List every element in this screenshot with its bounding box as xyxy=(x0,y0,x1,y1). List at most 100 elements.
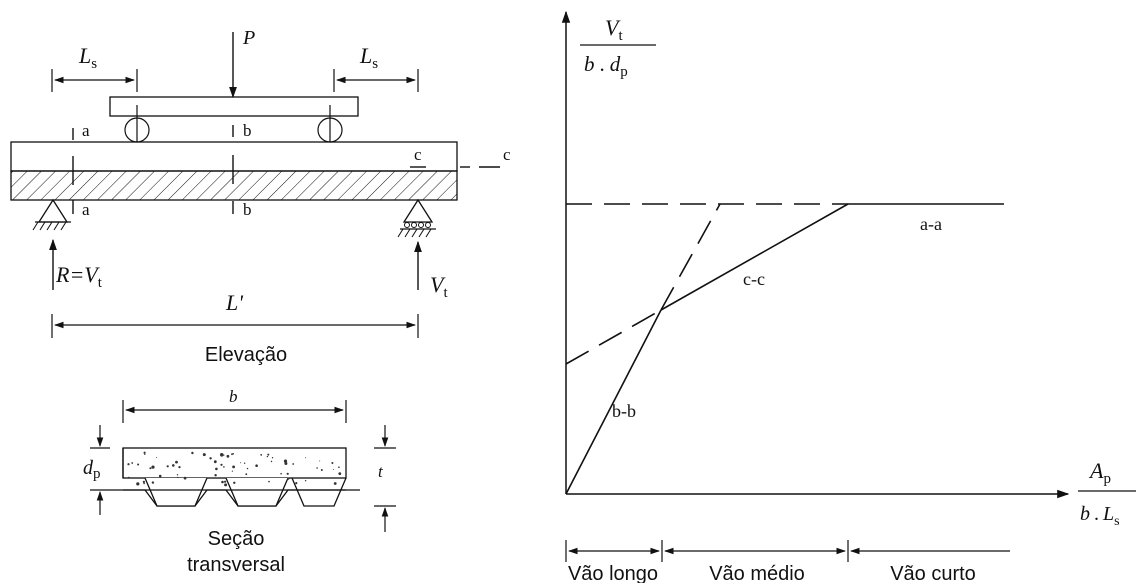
span-dim xyxy=(51,314,419,338)
concrete-speckle xyxy=(280,472,282,475)
section-a-bottom-label: a xyxy=(82,200,90,219)
curve-cc-dashed xyxy=(565,309,662,365)
elevation-caption: Elevação xyxy=(205,344,287,366)
concrete-speckle xyxy=(151,465,155,469)
concrete-speckle xyxy=(223,454,225,456)
support-right xyxy=(397,198,436,238)
concrete-speckle xyxy=(191,451,194,455)
concrete-speckle xyxy=(333,482,337,485)
concrete-speckle xyxy=(143,482,145,485)
concrete-speckle xyxy=(158,474,162,478)
concrete-speckle xyxy=(143,451,146,454)
concrete-speckle xyxy=(183,476,187,480)
load-label: P xyxy=(242,27,255,49)
span-label: L' xyxy=(225,290,243,315)
curve-bb-label: b-b xyxy=(612,401,636,421)
concrete-speckle xyxy=(202,453,206,457)
region-medium-label: Vão médio xyxy=(709,563,805,583)
cross-section-view: b dp t Seção transversal xyxy=(83,387,396,576)
concrete-speckle xyxy=(226,454,230,458)
concrete-speckle xyxy=(320,469,323,471)
concrete-speckle xyxy=(319,460,321,462)
concrete-speckle xyxy=(287,477,290,480)
concrete-speckle xyxy=(149,467,152,470)
concrete-speckle xyxy=(286,472,289,475)
support-left xyxy=(32,198,71,231)
curve-aa-label: a-a xyxy=(920,214,942,234)
concrete-speckle xyxy=(332,469,334,470)
concrete-speckle xyxy=(305,457,307,459)
concrete-speckle xyxy=(260,454,263,456)
shear-span-right-label: Ls xyxy=(359,43,378,72)
section-c-left-label: c xyxy=(414,145,422,164)
concrete-speckle xyxy=(220,453,224,457)
curve-bb-solid xyxy=(565,309,662,495)
concrete-speckle xyxy=(172,464,175,467)
concrete-speckle xyxy=(268,480,270,483)
concrete-speckle xyxy=(131,462,134,464)
slab-concrete xyxy=(122,447,347,479)
beam-steel-deck xyxy=(10,170,458,201)
concrete-speckle xyxy=(245,473,248,476)
svg-text:b.dp: b.dp xyxy=(584,52,628,80)
x-axis-label: Ap b.Ls xyxy=(1078,458,1136,529)
concrete-texture xyxy=(127,451,342,487)
reaction-right-label: Vt xyxy=(430,272,448,301)
region-short-label: Vão curto xyxy=(890,563,976,583)
concrete-speckle xyxy=(224,483,228,487)
section-b-bottom-label: b xyxy=(243,200,252,219)
reaction-left-label: R=Vt xyxy=(55,262,103,291)
concrete-speckle xyxy=(270,460,273,463)
concrete-speckle xyxy=(316,467,318,469)
concrete-speckle xyxy=(209,457,212,460)
svg-text:Ap: Ap xyxy=(1088,458,1111,487)
concrete-speckle xyxy=(240,462,241,464)
concrete-speckle xyxy=(142,480,145,483)
concrete-speckle xyxy=(266,455,269,458)
spreader-beam xyxy=(109,96,359,117)
section-caption-line1: Seção xyxy=(208,528,265,550)
section-c-right-label: c xyxy=(503,145,511,164)
width-label: b xyxy=(229,387,238,406)
concrete-speckle xyxy=(267,453,270,456)
span-regions-dim xyxy=(565,540,1010,562)
concrete-speckle xyxy=(136,482,140,486)
concrete-speckle xyxy=(178,466,181,469)
concrete-speckle xyxy=(213,460,217,464)
concrete-speckle xyxy=(292,463,295,465)
concrete-speckle xyxy=(215,467,218,471)
concrete-speckle xyxy=(284,462,288,465)
concrete-speckle xyxy=(246,467,249,470)
rib-outline xyxy=(144,477,347,507)
concrete-speckle xyxy=(177,476,179,478)
concrete-speckle xyxy=(175,460,178,464)
shear-span-left-label: Ls xyxy=(78,43,97,72)
concrete-speckle xyxy=(224,480,227,483)
shear-bond-graph: Vt b.dp Ap b.Ls a-a b-b c-c xyxy=(561,10,1136,583)
curve-bb-dashed xyxy=(660,203,721,311)
concrete-speckle xyxy=(255,464,258,468)
concrete-speckle xyxy=(144,453,146,455)
concrete-speckle xyxy=(221,480,224,484)
thickness-label: t xyxy=(378,462,384,481)
concrete-speckle xyxy=(223,466,225,468)
concrete-speckle xyxy=(137,463,140,466)
svg-text:Vt: Vt xyxy=(605,15,623,44)
y-axis-label: Vt b.dp xyxy=(580,15,656,80)
concrete-speckle xyxy=(127,476,130,479)
concrete-speckle xyxy=(243,462,246,464)
section-caption-line2: transversal xyxy=(187,554,285,576)
concrete-speckle xyxy=(127,463,130,466)
svg-text:b.Ls: b.Ls xyxy=(1080,503,1120,529)
concrete-speckle xyxy=(220,463,223,466)
concrete-speckle xyxy=(283,459,288,463)
concrete-speckle xyxy=(232,465,236,469)
concrete-speckle xyxy=(176,474,179,476)
concrete-speckle xyxy=(338,466,340,469)
concrete-speckle xyxy=(166,465,169,468)
elevation-view: P Ls Ls xyxy=(10,27,511,366)
concrete-speckle xyxy=(271,457,274,459)
curve-cc-label: c-c xyxy=(743,269,765,289)
shear-span-left-dim xyxy=(51,69,138,92)
